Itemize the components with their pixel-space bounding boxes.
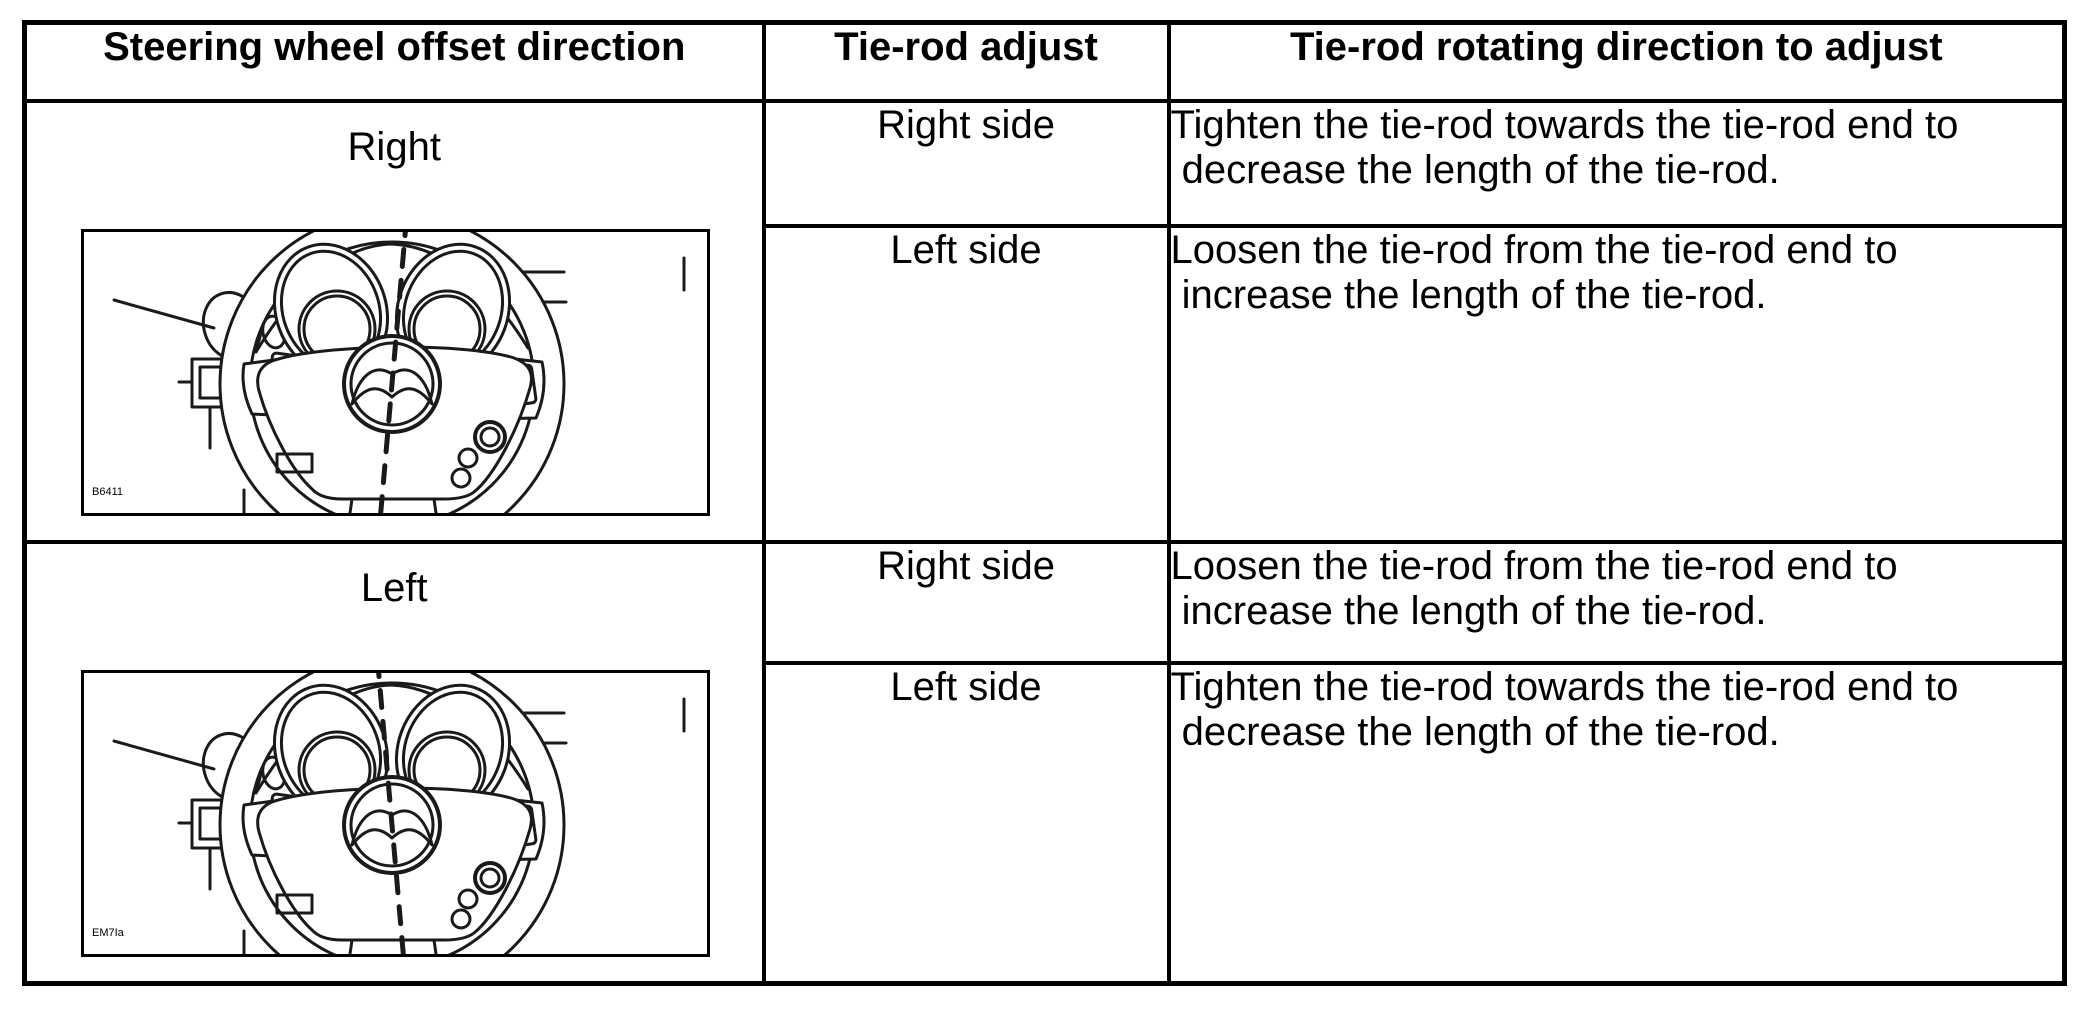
offset-centerline — [376, 232, 409, 513]
thumb-bump — [457, 447, 479, 469]
steering-wheel-drawing: EM7Ia — [92, 673, 686, 954]
table-row: Right — [22, 99, 2067, 544]
steering-wheel-drawing: B6411 — [92, 232, 686, 513]
pad-vent — [275, 893, 314, 915]
table-row: Left side Loosen the tie-rod from the ti… — [25, 224, 2067, 544]
thumb-bump — [450, 467, 472, 489]
tie-rod-side-cell: Right side — [761, 99, 1171, 228]
direction-label: Right — [347, 125, 441, 169]
table-row: Left — [22, 540, 2067, 985]
steering-direction-cell-right: Right — [22, 99, 766, 544]
header-row: Steering wheel offset direction Tie-rod … — [22, 20, 2067, 103]
instruction-cell: Tighten the tie-rod towards the tie-rod … — [1166, 661, 2067, 985]
tie-rod-side-cell: Right side — [761, 540, 1171, 665]
steering-direction-cell-left: Left — [22, 540, 766, 985]
col-header-rotating-direction: Tie-rod rotating direction to adjust — [1166, 20, 2067, 103]
dash-panel-line — [112, 739, 216, 771]
horn-button — [473, 420, 507, 454]
col-header-steering-offset-direction: Steering wheel offset direction — [22, 20, 766, 103]
horn-button — [473, 861, 507, 895]
figure-code: EM7Ia — [92, 927, 125, 939]
steering-wheel-figure: B6411 — [81, 229, 710, 516]
instruction-cell: Loosen the tie-rod from the tie-rod end … — [1166, 224, 2067, 544]
instruction-cell: Loosen the tie-rod from the tie-rod end … — [1166, 540, 2067, 665]
tie-rod-side-cell: Left side — [761, 661, 1171, 985]
dash-panel-line — [112, 298, 216, 330]
pad-vent — [275, 452, 314, 474]
thumb-bump — [450, 908, 472, 930]
page: { "page": {"background": "#ffffff"}, "co… — [0, 20, 2094, 1034]
direction-label: Left — [360, 566, 428, 610]
tie-rod-adjustment-table: Steering wheel offset direction Tie-rod … — [22, 20, 2067, 986]
instruction-cell: Tighten the tie-rod towards the tie-rod … — [1166, 99, 2067, 228]
table-row: Left side Tighten the tie-rod towards th… — [25, 661, 2067, 985]
steering-wheel-figure: EM7Ia — [81, 670, 710, 957]
figure-code: B6411 — [92, 486, 123, 498]
offset-centerline — [375, 673, 408, 954]
thumb-bump — [457, 888, 479, 910]
tie-rod-side-cell: Left side — [761, 224, 1171, 544]
col-header-tie-rod-adjust: Tie-rod adjust — [761, 20, 1171, 103]
